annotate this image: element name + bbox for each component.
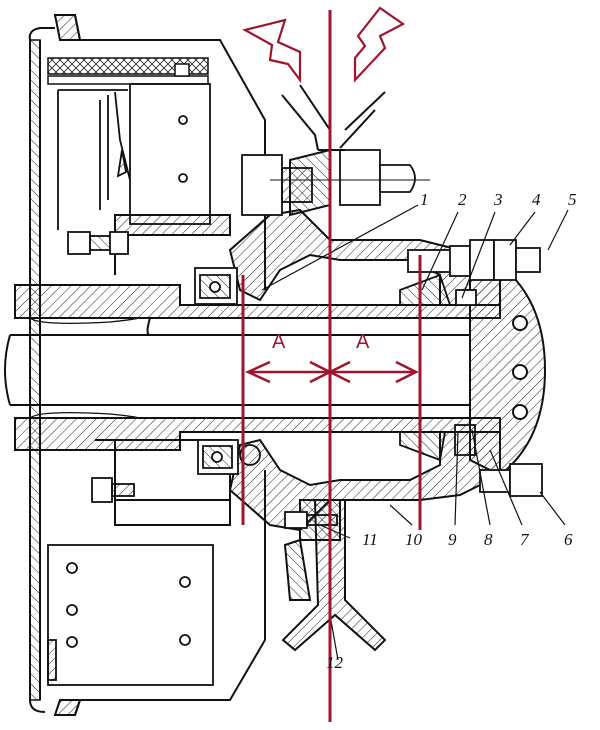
callout-9: 9 [448,530,457,549]
dimension-label-left: A [272,331,286,353]
arrow-left-head [244,360,271,384]
callout-5: 5 [568,190,577,209]
callout-11: 11 [362,530,378,549]
lightning-bolt-right-icon [353,6,406,83]
wheel-stud-bottom [479,463,543,497]
anchor-bolt-top [67,231,129,255]
annotation-overlay [241,6,422,722]
brake-lining-top [47,57,209,85]
lightning-bolt-left-icon [242,18,302,84]
callout-4: 4 [532,190,541,209]
callout-3: 3 [493,190,503,209]
brake-shoe-bottom [47,544,214,686]
outer-bearing-top [399,273,477,306]
inner-bearing-bottom [197,439,261,475]
wheel-disc-top [281,84,386,151]
callout-7: 7 [520,530,530,549]
callout-10: 10 [405,530,423,549]
brake-shoe-top [57,83,211,230]
arrow-center-right-head [327,360,351,384]
wheel-disc-bottom [281,499,387,652]
anchor-bolt-bottom [91,477,135,503]
backing-plate [95,214,231,526]
callout-12: 12 [326,653,344,672]
callout-1: 1 [420,190,429,209]
axle-shaft [4,284,501,451]
hub-cap [469,263,547,477]
callout-8: 8 [484,530,493,549]
wheel-nut-top [241,149,430,216]
callout-2: 2 [458,190,467,209]
inner-bearing-top [194,267,238,305]
outer-bearing-bottom [399,424,476,462]
brake-drum [28,14,266,716]
dimension-label-right: A [356,331,370,353]
leader-lines [261,204,569,661]
arrow-right-head [395,360,419,384]
callout-6: 6 [564,530,573,549]
wheel-bolt-bottom [284,511,338,529]
